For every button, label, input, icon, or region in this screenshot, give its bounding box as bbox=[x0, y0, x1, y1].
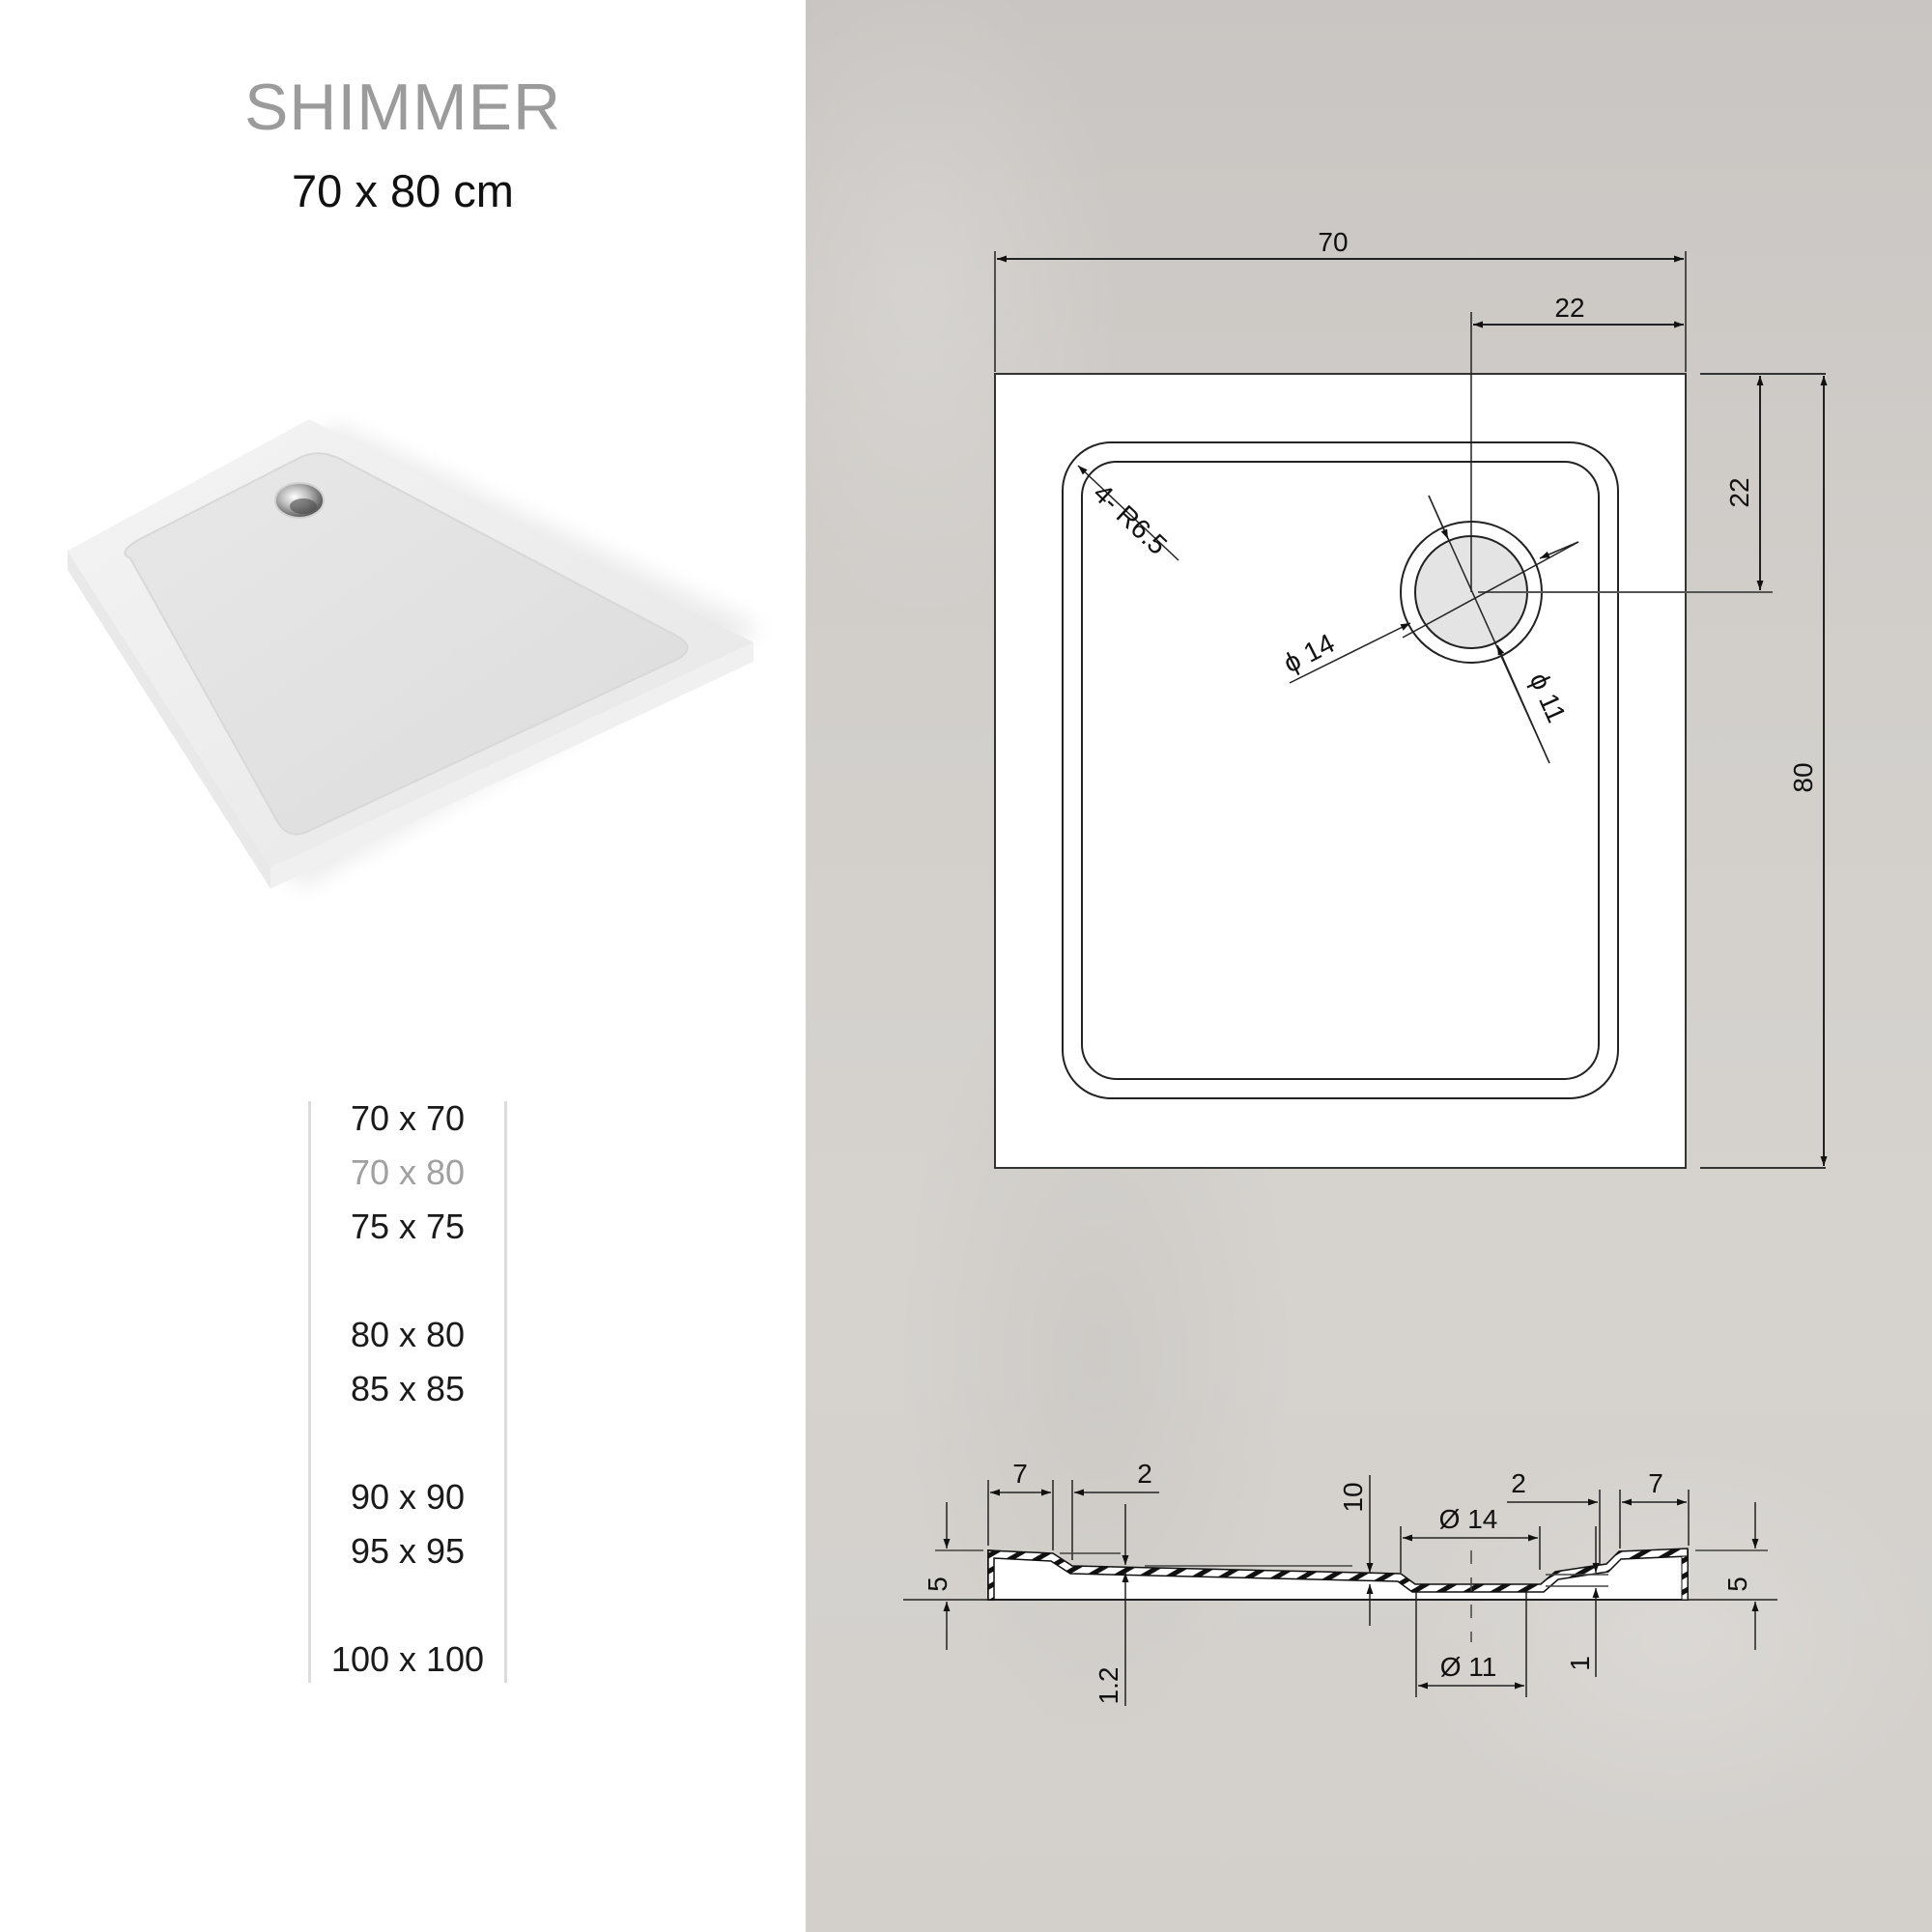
dim-base-thickness: 1.2 bbox=[1094, 1667, 1123, 1705]
section-view: 5 7 2 1.2 10 Ø 14 Ø 11 2 bbox=[903, 1459, 1777, 1706]
product-image bbox=[68, 419, 763, 889]
dim-height: 80 bbox=[1788, 762, 1818, 792]
dim-drain-inner: Ø 11 bbox=[1440, 1652, 1497, 1682]
dim-depth: 10 bbox=[1338, 1482, 1368, 1512]
dim-slope-left: 2 bbox=[1137, 1459, 1152, 1489]
dim-drain-x: 22 bbox=[1554, 293, 1584, 323]
size-option-70x70[interactable]: 70 x 70 bbox=[350, 1098, 466, 1138]
size-list: 70 x 70 70 x 80 75 x 75 80 x 80 85 x 85 … bbox=[308, 1098, 507, 1683]
size-option-90x90[interactable]: 90 x 90 bbox=[350, 1477, 466, 1517]
dim-drain-y: 22 bbox=[1724, 477, 1754, 507]
dim-slope-right: 2 bbox=[1511, 1468, 1526, 1498]
left-panel: SHIMMER 70 x 80 cm bbox=[0, 0, 806, 1932]
plan-view: 70 22 22 80 4- R6.5 ϕ 14 ϕ 11 bbox=[994, 227, 1828, 1169]
dim-section-height-left: 5 bbox=[923, 1577, 952, 1592]
size-option-95x95[interactable]: 95 x 95 bbox=[350, 1531, 466, 1571]
dim-section-height-right: 5 bbox=[1722, 1577, 1752, 1592]
dim-step-right: 1 bbox=[1565, 1656, 1595, 1671]
product-size: 70 x 80 cm bbox=[292, 165, 514, 216]
size-option-70x80[interactable]: 70 x 80 bbox=[350, 1152, 466, 1192]
size-option-80x80[interactable]: 80 x 80 bbox=[350, 1315, 466, 1354]
dim-rim-right: 7 bbox=[1648, 1468, 1663, 1498]
dim-width: 70 bbox=[1318, 227, 1348, 257]
dim-rim-left: 7 bbox=[1012, 1459, 1028, 1489]
dim-drain-outer: Ø 14 bbox=[1439, 1504, 1498, 1534]
product-title: SHIMMER bbox=[243, 71, 562, 144]
size-option-75x75[interactable]: 75 x 75 bbox=[350, 1207, 466, 1246]
size-option-100x100[interactable]: 100 x 100 bbox=[330, 1639, 485, 1679]
size-option-85x85[interactable]: 85 x 85 bbox=[350, 1369, 466, 1408]
